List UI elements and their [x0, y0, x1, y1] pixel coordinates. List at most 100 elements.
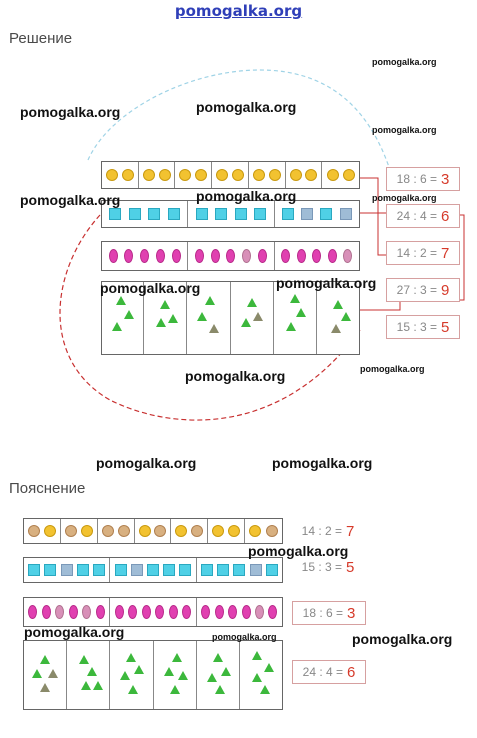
square-icon [281, 208, 294, 220]
square-icon [109, 208, 122, 220]
drop-icon [68, 605, 78, 619]
coin-icon [268, 169, 281, 181]
drop-icon [210, 249, 220, 263]
triangle-icon [214, 685, 225, 694]
equation-expression: 15 : 3 = [396, 320, 438, 334]
square-icon [233, 564, 246, 576]
solution-equation-3: 14 : 2 =7 [386, 241, 460, 265]
triangle-icon [169, 685, 180, 694]
drops-row [101, 241, 360, 271]
coin-icon [289, 169, 302, 181]
square-icon [254, 208, 267, 220]
drop-icon [343, 249, 353, 263]
watermark: pomogalka.org [24, 624, 125, 640]
drop-icon [171, 249, 181, 263]
solution-heading: Решение [9, 30, 73, 47]
explanation-heading: Пояснение [9, 480, 86, 497]
watermark: pomogalka.org [360, 364, 425, 374]
triangle-icon [251, 651, 262, 660]
drop-icon [257, 249, 267, 263]
equation-result: 5 [346, 558, 355, 576]
coin-icon [252, 169, 265, 181]
watermark: pomogalka.org [372, 125, 437, 135]
solution-equation-4: 27 : 3 =9 [386, 278, 460, 302]
triangle-icon [40, 683, 50, 692]
coin-icon [195, 169, 208, 181]
triangle-icon [205, 296, 216, 305]
equation-expression: 18 : 6 = [302, 606, 344, 620]
square-icon [234, 208, 247, 220]
equation-expression: 14 : 2 = [301, 524, 343, 538]
watermark: pomogalka.org [96, 455, 197, 471]
triangle-icon [340, 312, 351, 321]
triangle-icon [285, 322, 296, 331]
triangle-icon [120, 671, 131, 680]
drop-icon [155, 605, 165, 619]
drop-icon [108, 249, 118, 263]
drop-icon [195, 249, 205, 263]
equation-result: 6 [347, 663, 356, 681]
triangle-icon [209, 324, 220, 333]
triangle-icon [116, 296, 126, 305]
squares-row [101, 200, 360, 228]
triangle-icon [206, 673, 217, 682]
triangle-icon [81, 681, 92, 690]
coin-icon [43, 525, 56, 537]
blue-dashed-curve [87, 69, 391, 171]
drop-icon [114, 605, 124, 619]
square-icon [179, 564, 192, 576]
coin-icon [231, 169, 244, 181]
coin-icon [158, 169, 171, 181]
drop-icon [168, 605, 178, 619]
explanation-triangles-row [23, 640, 283, 710]
drop-icon [128, 605, 138, 619]
triangle-icon [295, 308, 306, 317]
drop-icon [41, 605, 51, 619]
solution-equation-2: 24 : 4 =6 [386, 204, 460, 228]
triangle-icon [263, 663, 274, 672]
triangle-icon [212, 653, 223, 662]
triangle-icon [289, 294, 300, 303]
square-icon [130, 564, 143, 576]
equation-result: 7 [346, 522, 355, 540]
drop-icon [327, 249, 337, 263]
square-icon [249, 564, 262, 576]
coin-icon [121, 169, 134, 181]
drop-icon [214, 605, 224, 619]
triangle-icon [112, 322, 122, 331]
square-icon [200, 564, 213, 576]
equation-expression: 15 : 3 = [301, 560, 343, 574]
triangle-icon [251, 673, 262, 682]
coin-icon [179, 169, 192, 181]
drop-icon [95, 605, 105, 619]
watermark: pomogalka.org [185, 368, 286, 384]
triangle-icon [171, 653, 182, 662]
drop-icon [55, 605, 65, 619]
coin-icon [117, 525, 130, 537]
coin-icon [228, 525, 241, 537]
triangle-icon [128, 685, 139, 694]
triangle-icon [156, 318, 167, 327]
square-icon [114, 564, 127, 576]
triangle-icon [252, 312, 263, 321]
drop-icon [201, 605, 211, 619]
triangle-icon [79, 655, 90, 664]
drop-icon [155, 249, 165, 263]
coin-icon [191, 525, 204, 537]
site-link[interactable]: pomogalka.org [174, 2, 303, 20]
equation-result: 6 [441, 207, 450, 225]
triangle-icon [87, 667, 98, 676]
square-icon [28, 564, 41, 576]
drop-icon [140, 249, 150, 263]
square-icon [320, 208, 333, 220]
triangle-icon [177, 671, 188, 680]
equation-result: 5 [441, 318, 450, 336]
watermark: pomogalka.org [100, 280, 201, 296]
coin-icon [64, 525, 77, 537]
square-icon [217, 564, 230, 576]
equation-result: 3 [347, 604, 356, 622]
square-icon [163, 564, 176, 576]
coin-icon [265, 525, 278, 537]
explanation-equation-3: 18 : 6 =3 [292, 601, 366, 625]
square-icon [128, 208, 141, 220]
